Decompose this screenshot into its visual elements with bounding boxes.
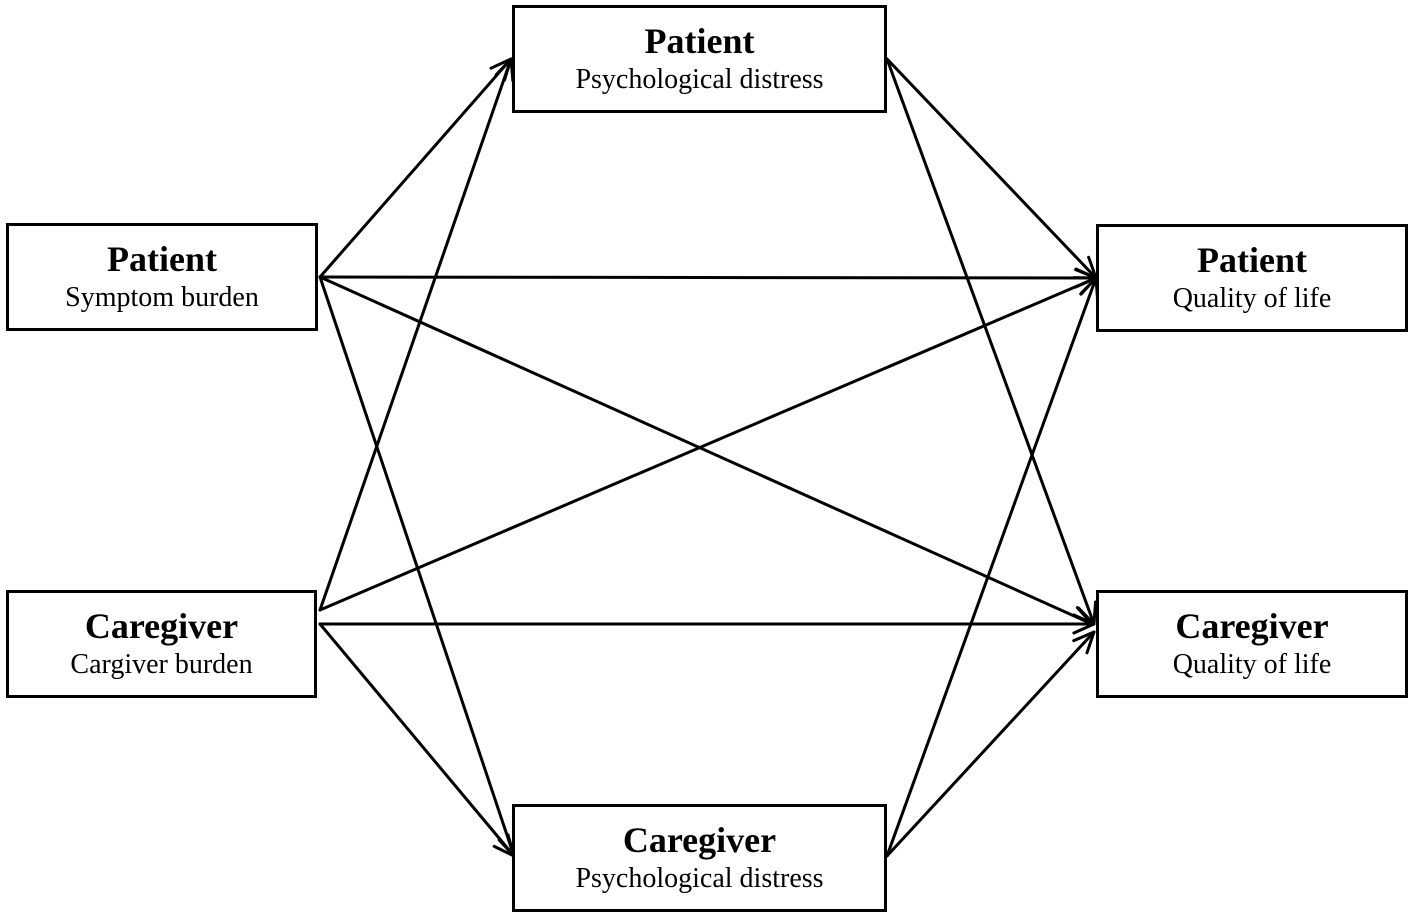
arrow-caregiver-burden-to-patient-qol [318, 276, 1098, 612]
caregiver-burden-measure: Cargiver burden [70, 649, 253, 680]
patient-qol-box: Patient Quality of life [1096, 224, 1408, 332]
caregiver-burden-role: Caregiver [84, 606, 239, 646]
arrow-patient-distress-to-caregiver-qol [885, 57, 1098, 626]
arrow-caregiver-distress-to-patient-qol [885, 276, 1100, 858]
arrow-caregiver-burden-to-caregiver-qol [318, 613, 1096, 635]
caregiver-distress-measure: Psychological distress [575, 863, 824, 894]
patient-qol-role: Patient [1197, 240, 1307, 280]
caregiver-qol-measure: Quality of life [1172, 649, 1332, 680]
patient-distress-measure: Psychological distress [575, 64, 824, 95]
caregiver-distress-role: Caregiver [622, 820, 777, 860]
caregiver-qol-role: Caregiver [1175, 606, 1329, 646]
arrowhead-icon [1077, 600, 1098, 626]
patient-qol-measure: Quality of life [1172, 283, 1332, 314]
patient-symptom-role: Patient [107, 239, 217, 279]
arrowhead-icon [1072, 630, 1096, 655]
arrow-patient-distress-to-patient-qol [885, 57, 1098, 280]
patient-symptom-measure: Symptom burden [65, 282, 259, 313]
patient-symptom-box: Patient Symptom burden [6, 223, 318, 331]
caregiver-qol-box: Caregiver Quality of life [1096, 590, 1408, 698]
arrow-caregiver-burden-to-caregiver-distress [318, 622, 516, 858]
arrow-patient-symptom-to-patient-distress [318, 57, 513, 279]
patient-distress-role: Patient [644, 21, 755, 61]
patient-distress-box: Patient Psychological distress [512, 5, 887, 113]
arrow-caregiver-distress-to-caregiver-qol [885, 630, 1096, 858]
arrow-caregiver-burden-to-patient-distress [318, 57, 515, 612]
caregiver-distress-box: Caregiver Psychological distress [512, 804, 887, 912]
caregiver-burden-box: Caregiver Cargiver burden [6, 590, 317, 698]
